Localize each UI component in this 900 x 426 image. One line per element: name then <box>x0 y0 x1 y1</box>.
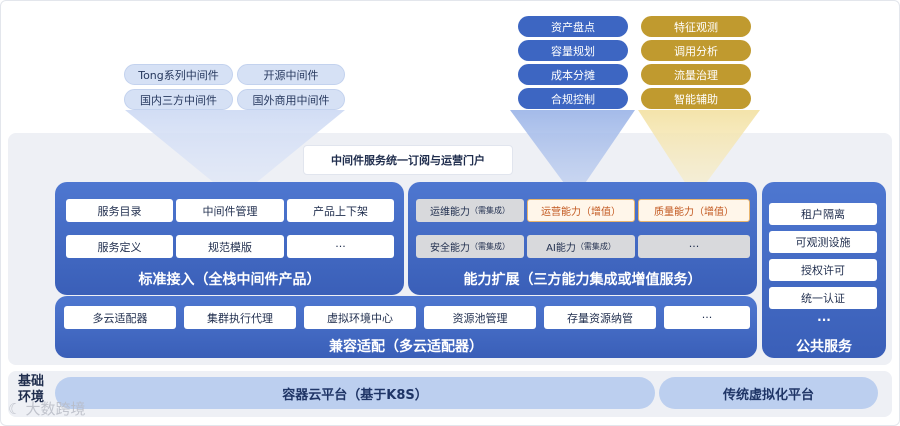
pill-asset-inventory: 资产盘点 <box>518 16 628 37</box>
right-funnel-shape <box>638 110 760 198</box>
chip-middleware-management: 中间件管理 <box>176 199 284 222</box>
pill-cost-allocation: 成本分摊 <box>518 64 628 85</box>
chip-ops-tag: （需集成） <box>470 206 510 215</box>
chip-ops-label: 运维能力 <box>430 207 470 218</box>
chip-cluster-agent: 集群执行代理 <box>184 306 296 329</box>
pill-open-source: 开源中间件 <box>237 64 345 85</box>
chip-security-label: 安全能力 <box>430 243 470 254</box>
watermark-text: 大数跨境 <box>25 400 86 418</box>
chip-security-capability: 安全能力（需集成） <box>416 235 524 258</box>
pill-foreign-commercial: 国外商用中间件 <box>237 89 345 110</box>
watermark: ☾ 大数跨境 <box>8 398 85 419</box>
pill-compliance-control: 合规控制 <box>518 88 628 109</box>
middle-funnel-shape <box>510 110 635 198</box>
standard-access-title: 标准接入（全栈中间件产品） <box>138 272 321 288</box>
chip-tenant-isolation: 租户隔离 <box>769 203 877 225</box>
chip-ai-capability: AI能力（需集成） <box>527 235 635 258</box>
chip-multicloud-adapter: 多云适配器 <box>64 306 176 329</box>
pill-feature-observation: 特征观测 <box>641 16 751 37</box>
chip-observability: 可观测设施 <box>769 231 877 253</box>
public-services-title: 公共服务 <box>796 339 852 355</box>
chip-quality-tag: （增值） <box>694 207 734 218</box>
base-environment-label: 基础环境 <box>17 374 44 405</box>
watermark-logo-icon: ☾ <box>8 399 22 418</box>
chip-unified-auth: 统一认证 <box>769 287 877 309</box>
chip-operation-tag: （增值） <box>581 207 621 218</box>
legacy-virtualization-bar: 传统虚拟化平台 <box>659 377 878 409</box>
chip-quality-label: 质量能力 <box>654 207 694 218</box>
capability-title: 能力扩展（三方能力集成或增值服务） <box>463 272 702 288</box>
pill-traffic-governance: 流量治理 <box>641 64 751 85</box>
chip-operation-capability: 运营能力（增值） <box>527 199 635 222</box>
chip-product-listing: 产品上下架 <box>287 199 394 222</box>
chip-spec-template: 规范模版 <box>176 235 284 258</box>
chip-quality-capability: 质量能力（增值） <box>638 199 750 222</box>
chip-ai-tag: （需集成） <box>575 242 616 251</box>
pill-tong-middleware: Tong系列中间件 <box>124 64 233 85</box>
chip-virtual-env-center: 虚拟环境中心 <box>304 306 416 329</box>
portal-bar: 中间件服务统一订阅与运营门户 <box>303 145 513 175</box>
chip-more: ··· <box>287 235 394 258</box>
chip-capability-more: ··· <box>638 235 750 258</box>
chip-service-definition: 服务定义 <box>66 235 173 258</box>
chip-operation-label: 运营能力 <box>541 207 581 218</box>
chip-resource-pool: 资源池管理 <box>424 306 536 329</box>
chip-security-tag: （需集成） <box>470 242 510 251</box>
compat-title: 兼容适配（多云适配器） <box>329 339 483 355</box>
chip-ops-capability: 运维能力（需集成） <box>416 199 524 222</box>
k8s-platform-bar: 容器云平台（基于K8S） <box>55 377 655 409</box>
chip-compat-more: ··· <box>664 306 750 329</box>
pill-domestic-third-party: 国内三方中间件 <box>124 89 233 110</box>
pill-call-analysis: 调用分析 <box>641 40 751 61</box>
pill-smart-assist: 智能辅助 <box>641 88 751 109</box>
pill-capacity-planning: 容量规划 <box>518 40 628 61</box>
chip-license: 授权许可 <box>769 259 877 281</box>
public-more: ··· <box>817 313 831 327</box>
chip-service-catalog: 服务目录 <box>66 199 173 222</box>
chip-ai-label: AI能力 <box>546 243 576 254</box>
left-funnel-shape <box>125 110 345 200</box>
chip-legacy-resource: 存量资源纳管 <box>544 306 656 329</box>
